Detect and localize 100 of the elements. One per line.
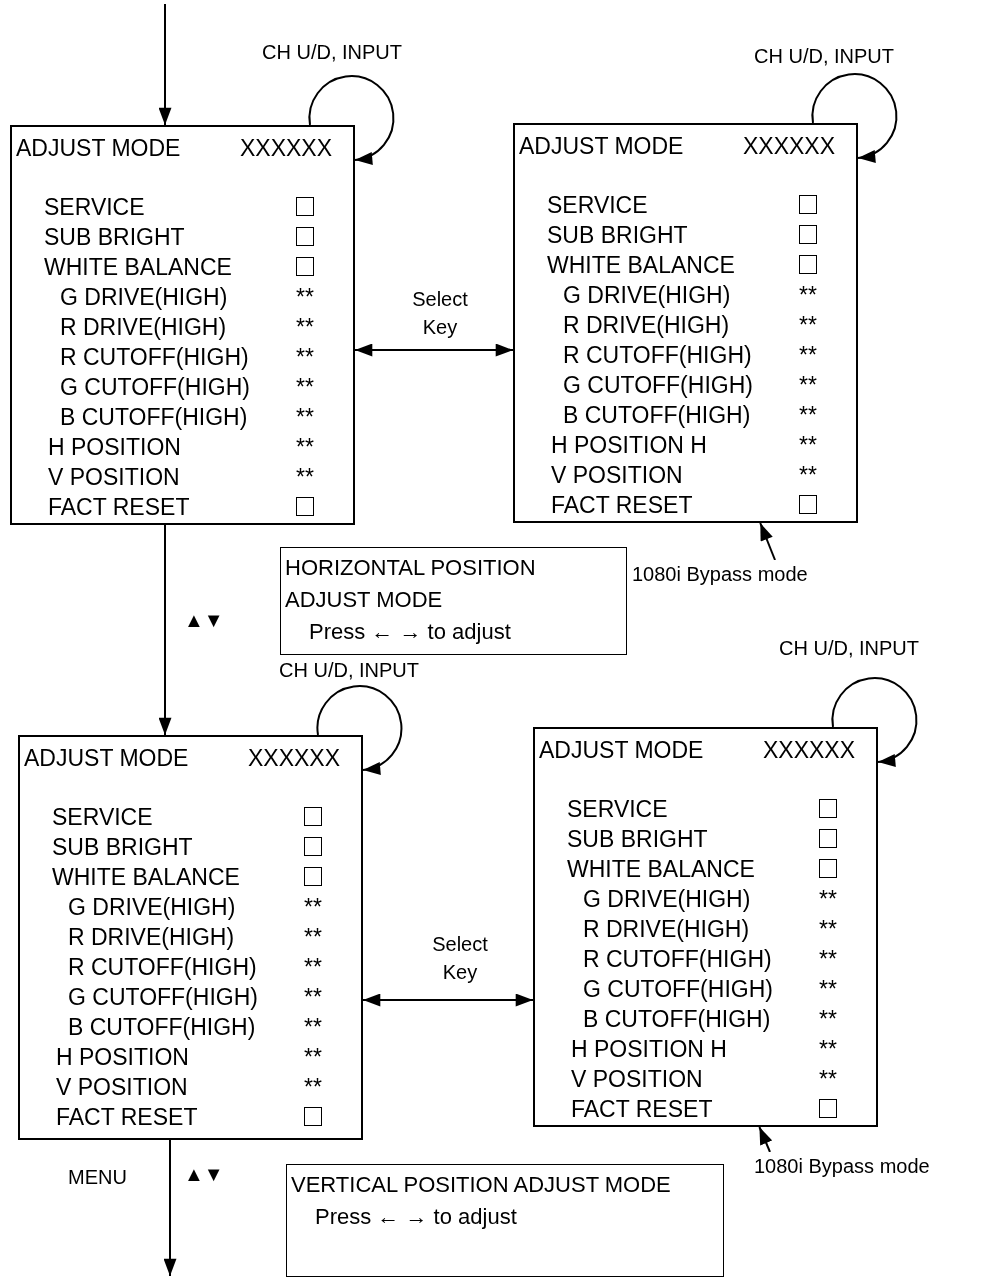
item-value: ** <box>819 945 837 974</box>
menu-item: SUB BRIGHT <box>567 825 708 854</box>
item-value: ** <box>799 341 817 370</box>
menu-item: FACT RESET <box>56 1103 198 1132</box>
loop-arrow <box>811 73 898 162</box>
menu-item: R DRIVE(HIGH) <box>563 311 730 340</box>
menu-item: G DRIVE(HIGH) <box>60 283 228 312</box>
message-title: HORIZONTAL POSITION ADJUST MODE <box>285 554 537 614</box>
menu-item: SERVICE <box>567 795 668 824</box>
item-value: ** <box>304 953 322 982</box>
menu-item: R CUTOFF(HIGH) <box>60 343 249 372</box>
arrow <box>158 3 172 126</box>
menu-item: SERVICE <box>52 803 153 832</box>
menu-item: V POSITION <box>48 463 180 492</box>
item-value: ** <box>296 343 314 372</box>
menu-item: G CUTOFF(HIGH) <box>68 983 258 1012</box>
menu-item: G DRIVE(HIGH) <box>563 281 731 310</box>
item-value: ** <box>819 885 837 914</box>
menu-item: V POSITION <box>551 461 683 490</box>
item-value: ** <box>799 431 817 460</box>
loop-arrow <box>308 75 395 164</box>
menu-item: H POSITION H <box>571 1035 727 1064</box>
menu-item: B CUTOFF(HIGH) <box>60 403 248 432</box>
item-value: ** <box>304 1073 322 1102</box>
menu-item: FACT RESET <box>571 1095 713 1124</box>
mode-code: XXXXXX <box>240 134 333 163</box>
menu-item: G DRIVE(HIGH) <box>68 893 236 922</box>
message-hint: Press ← → to adjust <box>308 618 512 646</box>
menu-item: R CUTOFF(HIGH) <box>563 341 752 370</box>
menu-screen <box>513 123 858 523</box>
item-value: ** <box>304 983 322 1012</box>
item-value: ** <box>296 283 314 312</box>
menu-item: H POSITION <box>56 1043 189 1072</box>
menu-item: H POSITION H <box>551 431 707 460</box>
leader-line <box>758 1126 773 1153</box>
item-value: ** <box>304 893 322 922</box>
item-value: ** <box>304 1013 322 1042</box>
menu-item: G DRIVE(HIGH) <box>583 885 751 914</box>
leader-line <box>759 522 776 561</box>
menu-item: G CUTOFF(HIGH) <box>583 975 773 1004</box>
note-text: 1080i Bypass mode <box>754 1152 930 1180</box>
item-value: ** <box>799 401 817 430</box>
menu-item: SUB BRIGHT <box>52 833 193 862</box>
menu-screen <box>10 125 355 525</box>
mode-code: XXXXXX <box>248 744 341 773</box>
menu-screen <box>533 727 878 1127</box>
mode-code: XXXXXX <box>743 132 836 161</box>
item-value: ** <box>296 313 314 342</box>
item-value: ** <box>799 311 817 340</box>
item-value: ** <box>304 923 322 952</box>
item-value: ** <box>296 373 314 402</box>
note-text: 1080i Bypass mode <box>632 560 808 588</box>
menu-item: R DRIVE(HIGH) <box>60 313 227 342</box>
menu-item: WHITE BALANCE <box>567 855 755 884</box>
menu-item: V POSITION <box>56 1073 188 1102</box>
arrow <box>158 524 172 736</box>
menu-item: G CUTOFF(HIGH) <box>60 373 250 402</box>
message-box <box>286 1164 724 1277</box>
item-value: ** <box>304 1043 322 1072</box>
item-value: ** <box>819 915 837 944</box>
menu-item: WHITE BALANCE <box>547 251 735 280</box>
menu-title: ADJUST MODE <box>16 134 181 163</box>
menu-screen <box>18 735 363 1140</box>
menu-item: B CUTOFF(HIGH) <box>583 1005 771 1034</box>
menu-item: V POSITION <box>571 1065 703 1094</box>
arrow <box>354 343 514 357</box>
menu-item: G CUTOFF(HIGH) <box>563 371 753 400</box>
loop-arrow <box>831 677 918 766</box>
item-value: ** <box>799 281 817 310</box>
item-value: ** <box>296 403 314 432</box>
menu-item: R DRIVE(HIGH) <box>68 923 235 952</box>
menu-item: FACT RESET <box>551 491 693 520</box>
menu-title: ADJUST MODE <box>539 736 704 765</box>
message-hint: Press ← → to adjust <box>314 1203 518 1231</box>
item-value: ** <box>296 463 314 492</box>
item-value: ** <box>819 1005 837 1034</box>
mode-code: XXXXXX <box>763 736 856 765</box>
arrow <box>362 993 534 1007</box>
item-value: ** <box>799 371 817 400</box>
item-value: ** <box>819 1035 837 1064</box>
menu-item: SUB BRIGHT <box>44 223 185 252</box>
arrow <box>163 1139 177 1277</box>
menu-item: FACT RESET <box>48 493 190 522</box>
menu-item: R CUTOFF(HIGH) <box>68 953 257 982</box>
arrow-label: MENU <box>68 1165 127 1190</box>
item-value: ** <box>819 975 837 1004</box>
item-value: ** <box>819 1065 837 1094</box>
menu-item: R CUTOFF(HIGH) <box>583 945 772 974</box>
menu-item: B CUTOFF(HIGH) <box>563 401 751 430</box>
menu-item: B CUTOFF(HIGH) <box>68 1013 256 1042</box>
message-title: VERTICAL POSITION ADJUST MODE <box>291 1171 672 1199</box>
message-box <box>280 547 627 655</box>
item-value: ** <box>799 461 817 490</box>
menu-item: H POSITION <box>48 433 181 462</box>
menu-title: ADJUST MODE <box>519 132 684 161</box>
menu-title: ADJUST MODE <box>24 744 189 773</box>
menu-item: SUB BRIGHT <box>547 221 688 250</box>
menu-item: WHITE BALANCE <box>52 863 240 892</box>
menu-item: WHITE BALANCE <box>44 253 232 282</box>
menu-item: SERVICE <box>547 191 648 220</box>
